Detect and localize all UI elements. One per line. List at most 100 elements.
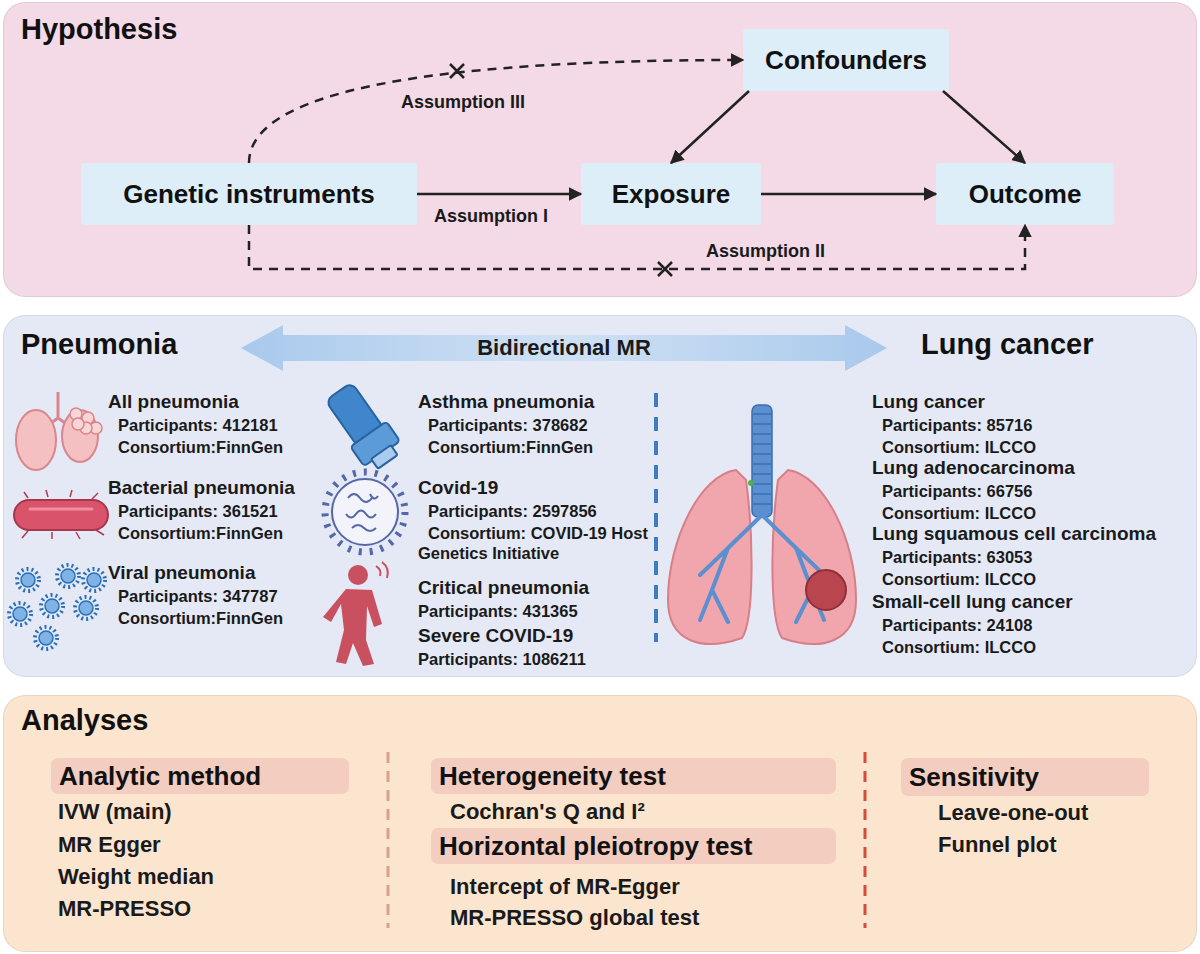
trachea-ring <box>753 503 771 505</box>
virus-icon <box>87 573 101 587</box>
hypothesis-panel: HypothesisConfoundersGenetic instruments… <box>3 2 1197 297</box>
rna-strand <box>346 511 376 518</box>
bacterium-pilus <box>24 492 28 498</box>
virus-spikes <box>9 603 31 625</box>
virus-icon <box>61 569 75 583</box>
bacterium-pilus <box>96 530 104 535</box>
trachea <box>752 405 772 517</box>
bronchial-tree <box>762 515 824 622</box>
lung-bronchus <box>44 392 72 428</box>
analyses-panel: AnalysesAnalytic method Heterogeneity tes… <box>3 695 1197 952</box>
dashed-divider <box>387 752 390 928</box>
trachea-ring <box>753 433 771 435</box>
alveolus <box>90 422 102 434</box>
section-title: Horizontal pleiotropy test <box>439 831 752 862</box>
bacterium-pilus <box>76 532 80 539</box>
person-icon <box>323 589 382 666</box>
rna-strand <box>370 494 378 499</box>
bacterium-pilus <box>92 493 98 499</box>
coronavirus-icon <box>332 479 398 545</box>
lesion-dot <box>748 480 754 486</box>
virus-spikes <box>75 597 97 619</box>
virus-spikes <box>83 569 105 591</box>
trachea-ring <box>753 413 771 415</box>
alveolus <box>70 408 82 420</box>
virus-icon <box>13 607 27 621</box>
virus-icon <box>79 601 93 615</box>
section-header: Analytic method <box>51 758 349 794</box>
causal-arrow <box>761 193 936 196</box>
virus-icon <box>39 631 53 645</box>
panel-heading: Pneumonia <box>21 328 177 361</box>
section-header: Sensitivity <box>901 758 1149 796</box>
trachea-ring <box>753 443 771 445</box>
dashed-divider <box>654 393 658 642</box>
dashed-arrow <box>249 225 1025 269</box>
virus-spikes <box>35 627 57 649</box>
inhaler-body <box>350 421 400 466</box>
bacterium-highlight <box>30 508 92 511</box>
alveolus <box>80 422 92 434</box>
data-panel: Pneumonia Lung cancer Bidirectional MR <box>3 315 1197 677</box>
causal-arrow <box>671 91 749 163</box>
virus-spikes <box>325 472 405 552</box>
lung-lobe <box>16 410 56 470</box>
causal-arrow <box>417 193 581 196</box>
concept-box: Genetic instruments <box>81 163 417 225</box>
concept-box: Exposure <box>581 163 761 225</box>
virus-spikes <box>57 565 79 587</box>
box-label: Confounders <box>765 45 927 76</box>
bacterium-pilus <box>51 532 53 539</box>
inhaler-mouthpiece <box>371 445 398 469</box>
lung-lobe <box>668 470 752 644</box>
arrow-label: Bidirectional MR <box>477 335 651 361</box>
trachea-ring <box>753 423 771 425</box>
violation-cross <box>658 262 672 276</box>
virus-icon <box>21 573 35 587</box>
virus-icon <box>45 599 59 613</box>
box-label: Genetic instruments <box>123 179 374 210</box>
rna-strand <box>348 494 372 502</box>
panel-heading: Analyses <box>21 704 148 737</box>
inhaler-icon <box>320 379 405 475</box>
bacterium-icon <box>14 500 108 530</box>
alveolus <box>72 418 84 430</box>
section-header: Horizontal pleiotropy test <box>431 828 836 864</box>
lung-lobe <box>772 470 856 644</box>
section-title: Sensitivity <box>909 762 1039 793</box>
box-label: Outcome <box>969 179 1082 210</box>
box-label: Exposure <box>612 179 731 210</box>
causal-arrow <box>943 91 1025 163</box>
virus-spikes <box>41 595 63 617</box>
bacterium-pilus <box>46 490 48 497</box>
concept-box: Outcome <box>936 163 1114 225</box>
alveolus <box>82 412 94 424</box>
section-title: Heterogeneity test <box>439 761 666 792</box>
virus-spikes <box>17 569 39 591</box>
panel-heading: Hypothesis <box>21 13 177 46</box>
violation-cross <box>450 64 464 78</box>
dashed-divider <box>864 752 867 928</box>
tumor <box>806 570 846 610</box>
bacterium-pilus <box>22 531 28 538</box>
bacterium-pilus <box>70 490 72 497</box>
trachea-ring <box>753 473 771 475</box>
section-title: Analytic method <box>59 761 261 792</box>
panel-heading: Lung cancer <box>921 328 1093 361</box>
lung-lobe <box>62 410 98 462</box>
inhaler-canister <box>325 382 384 448</box>
trachea-ring <box>753 453 771 455</box>
person-head <box>348 565 368 585</box>
dizzy-lines <box>376 562 388 578</box>
concept-box: Confounders <box>743 29 949 91</box>
double-arrow <box>241 325 887 371</box>
trachea-ring <box>753 483 771 485</box>
bronchial-tree <box>700 515 762 622</box>
section-header: Heterogeneity test <box>431 758 836 794</box>
trachea-ring <box>753 463 771 465</box>
rna-strand <box>352 525 376 531</box>
bidirectional-arrow: Bidirectional MR <box>241 325 887 371</box>
trachea-ring <box>753 493 771 495</box>
dashed-arrow <box>249 60 743 163</box>
